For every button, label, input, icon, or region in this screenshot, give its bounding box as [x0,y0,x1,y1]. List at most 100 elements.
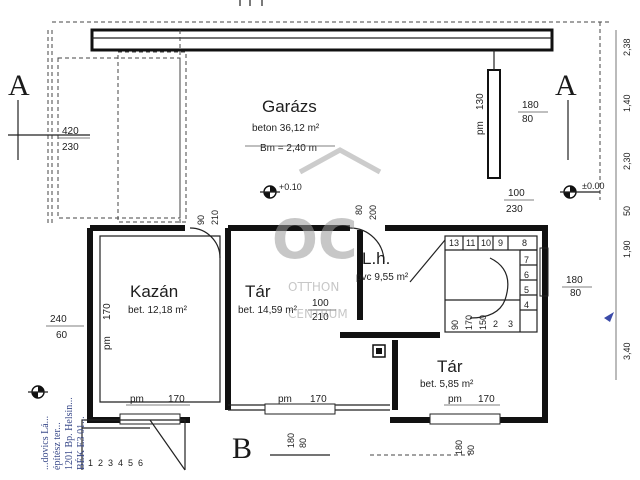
pm-2: pm [278,394,292,405]
stamp-line: építész ter... [52,422,63,470]
dim-80-right: 80 [570,288,582,299]
garage-pillar [487,50,501,179]
dim-right: 1,90 [622,240,632,258]
storage2-area: bet. 5,85 m² [420,379,474,390]
pm-3: pm [448,394,462,405]
level-right-label: ±0.00 [582,181,604,191]
dim-right: 1,40 [622,94,632,112]
dim-right: 50 [622,206,632,216]
garage-name: Garázs [262,97,317,116]
dim-80-bottom-right: 80 [466,445,476,455]
dim-90-top: 90 [196,215,206,225]
dim-230-left: 230 [62,142,79,153]
dim-170-stair: 170 [464,315,474,330]
section-b-label: B [232,432,252,465]
window-bottom-1 [119,413,181,425]
dim-150-stair: 150 [478,315,488,330]
dim-right: 2,30 [622,152,632,170]
stair-hall-name: L.h. [362,249,390,268]
boiler-name: Kazán [130,282,178,301]
dim-180-bottom: 180 [286,433,296,448]
stair-step: 13 [449,238,459,248]
door-arc-hall [349,227,385,263]
architect-stamp: ...dovics Lá... építész ter... 1201 Bp. … [40,397,87,470]
otthon-centrum-watermark: OC OTTHON CENTRUM [272,147,382,321]
stair-step: 7 [524,255,529,265]
stamp-line: 1201 Bp. Helsin... [64,397,75,470]
stair-step: 8 [522,238,527,248]
dim-right: 3,40 [622,342,632,360]
pm-boiler: pm [102,336,113,350]
stair-numbers-top: 13 11 10 9 8 [449,238,527,248]
dim-right: 2,38 [622,38,632,56]
dim-180-right: 180 [566,275,583,286]
stair-step: 6 [138,458,143,468]
ground-floor-walls [87,225,548,423]
section-a-right-label: A [555,69,577,102]
watermark-line1: OTTHON [288,280,339,294]
stamp-line: BÉK E3 01... [75,416,87,470]
blue-mark [604,312,614,322]
stair-hall-area: pvc 9,55 m² [356,272,409,283]
dim-420: 420 [62,126,79,137]
door-arc-boiler [189,227,221,259]
dim-240: 240 [50,314,67,325]
pm-garage: pm [475,121,486,135]
dim-80-hall: 80 [354,205,364,215]
stair-numbers-right: 7 6 5 4 [524,255,529,310]
level-marker-right: ±0.00 [560,181,604,199]
storage2-name: Tár [437,357,463,376]
section-mark-a-left: A [8,69,90,160]
dim-90-stair: 90 [450,320,460,330]
top-beam [47,21,610,225]
dim-170-w2: 170 [310,394,327,405]
dim-180-bottom-right: 180 [454,440,464,455]
dim-180-top: 180 [522,100,539,111]
dim-100: 100 [508,188,525,199]
storage1-area: bet. 14,59 m² [238,305,298,316]
garage-area: beton 36,12 m² [252,123,320,134]
dim-100-door: 100 [312,298,329,309]
dim-210-door: 210 [312,312,329,323]
dim-170-w3: 170 [478,394,495,405]
stair-step: 4 [524,300,529,310]
stair-step: 9 [498,238,503,248]
stair-step: 5 [524,285,529,295]
garage-height: Bm = 2,40 m [260,143,317,154]
section-mark-a-right: A [555,69,577,160]
window-bottom-2 [264,403,336,415]
boiler-area: bet. 12,18 m² [128,305,188,316]
stamp-line: ...dovics Lá... [40,416,51,470]
level-marker-garage: +0.10 [260,182,302,199]
dim-80-bottom: 80 [298,438,308,448]
level-marker-lower [28,385,48,399]
dim-210-top: 210 [210,210,220,225]
section-a-left-label: A [8,69,30,102]
stair-step: 10 [481,238,491,248]
section-mark-b: B [232,432,470,465]
stair-step: 5 [128,458,133,468]
chimney-icon [372,344,386,358]
lower-stair: 1 2 3 4 5 6 [81,419,186,471]
dim-130: 130 [475,93,486,110]
stair-step: 3 [108,458,113,468]
stair-numbers-bottom: 3 2 [493,319,513,329]
storage1-name: Tár [245,282,271,301]
stair-step: 11 [466,238,475,248]
watermark-logo: OC [272,208,358,271]
stair-step: 1 [88,458,93,468]
dim-60: 60 [56,330,68,341]
stair-step: 6 [524,270,529,280]
dim-170-w1: 170 [168,394,185,405]
dim-230-right: 230 [506,204,523,215]
stair-step: 2 [493,319,498,329]
stair-step: 3 [508,319,513,329]
dim-170-boiler: 170 [102,303,113,320]
top-fragment [239,0,263,6]
stair-step: 2 [98,458,103,468]
pm-1: pm [130,394,144,405]
level-garage-label: +0.10 [279,182,302,192]
window-bottom-3 [429,413,501,425]
